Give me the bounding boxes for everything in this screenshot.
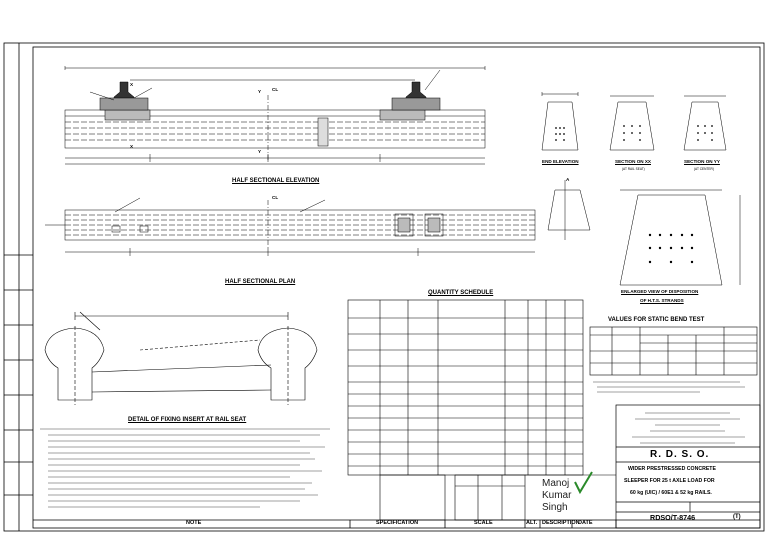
signature-name-3: Singh [542,502,568,513]
quantity-schedule-title: QUANTITY SCHEDULE [428,290,494,296]
outer-border [3,42,765,532]
signature-tick [574,471,593,495]
fixing-insert-detail-title: DETAIL OF FIXING INSERT AT RAIL SEAT [128,417,247,423]
enlarged-view-title: ENLARGED VIEW OF DISPOSITION [621,289,699,294]
section-yy-title: SECTION ON YY [684,159,720,164]
title-block-org-lines [632,412,745,444]
footer-scale: SCALE [474,520,493,526]
half-sectional-plan-title: HALF SECTIONAL PLAN [225,279,296,285]
section-xx-subtitle: (AT RAIL SEAT) [622,167,645,171]
quantity-schedule-table [347,299,584,476]
title-block-desc-3: 60 kg (UIC) / 60E1 & 52 kg RAILS. [630,490,712,496]
title-block [615,404,761,529]
section-yy-view [683,95,727,151]
section-yy-subtitle: (AT CENTER) [694,167,714,171]
section-marker-y: Y [258,89,262,94]
title-block-desc-2: SLEEPER FOR 25 t AXLE LOAD FOR [624,478,715,484]
section-marker-y-2: Y [258,149,262,154]
title-block-org: R. D. S. O. [650,449,710,460]
footer-specification: SPECIFICATION [376,520,419,526]
enlarged-view-title-2: OF H.T.S. STRANDS [640,298,684,303]
drawing-number: RDSO/T-8746 [650,513,696,522]
detail-marker-a: A [566,177,570,182]
static-bend-test-table [589,326,758,376]
section-xx-title: SECTION ON XX [615,159,651,164]
end-elevation-view [541,92,579,151]
bend-test-notes [593,381,745,393]
footer-alt: ALT. [526,520,538,526]
section-marker-x-left-2: X [130,144,134,149]
fixing-insert-detail-view [44,311,318,405]
section-yy-strands [697,125,713,141]
revision-letter: (T) [733,514,741,520]
signature-name-2: Kumar [542,490,572,501]
enlarged-view-strands [619,189,741,286]
half-sectional-plan-view [45,197,536,256]
static-bend-test-title: VALUES FOR STATIC BEND TEST [608,317,705,323]
end-elevation-title: END ELEVATION [542,159,579,164]
section-xx-strands [623,125,641,141]
notes-lines [40,428,330,508]
footer-note: NOTE [186,520,202,526]
centerline-marker-plan: CL [272,195,279,200]
footer-description: DESCRIPTION [542,520,580,526]
section-xx-view [609,95,655,151]
centerline-marker: CL [272,87,279,92]
shoulder-detail [547,180,591,240]
enlarged-view-strand-dots [648,233,694,264]
half-sectional-elevation-view [64,66,486,165]
inner-border [32,46,761,529]
section-marker-x-left: X [130,82,134,87]
revision-table [379,474,616,521]
footer-date: DATE [578,520,593,526]
title-block-desc-1: WIDER PRESTRESSED CONCRETE [628,466,716,472]
signature-name-1: Manoj [542,478,570,489]
half-sectional-elevation-title: HALF SECTIONAL ELEVATION [232,178,320,184]
end-elevation-strands [555,127,565,141]
